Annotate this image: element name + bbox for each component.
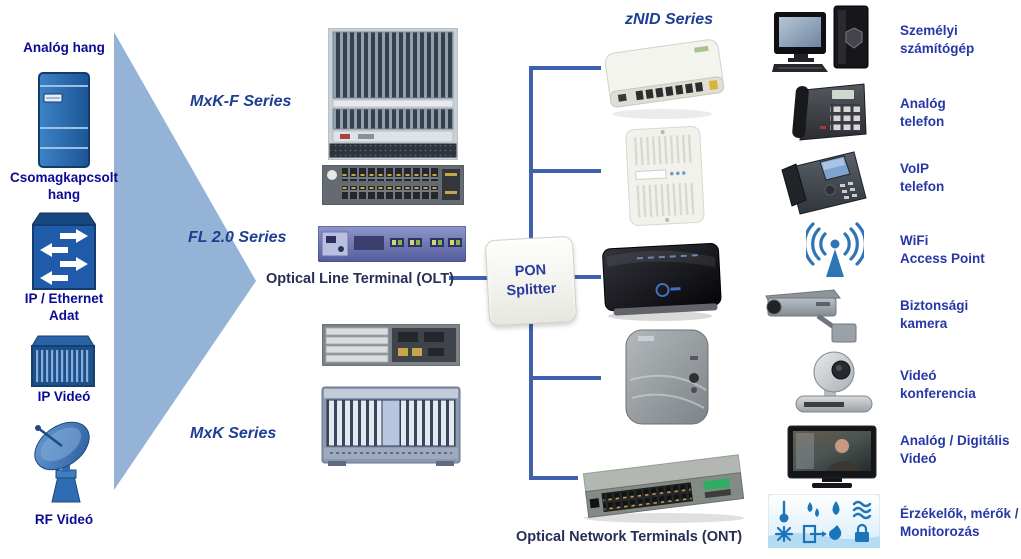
label-mxk-series: MxK Series [190, 425, 277, 442]
mxk-chassis-image [321, 386, 461, 466]
label-rf-video: RF Videó [34, 512, 94, 527]
drops-icon [807, 502, 819, 517]
label-mxkf-series: MxK-F Series [190, 93, 292, 110]
funnel-triangle-shape [114, 32, 256, 490]
sensor-icons-image [768, 494, 880, 548]
ethernet-switch-icon [32, 212, 96, 290]
label-video-konferencia: Videó konferencia [900, 368, 976, 402]
thermometer-bulb [779, 513, 789, 523]
door-sensor-icon [802, 524, 827, 544]
tv-screen-image [787, 425, 877, 488]
label-analog-digitalis-video: Analóg / Digitális Videó [900, 433, 1010, 467]
label-voip-telefon: VoIP telefon [900, 161, 945, 195]
label-olt-caption: Optical Line Terminal (OLT) [266, 271, 454, 287]
znid-router-image [604, 39, 725, 119]
rack-unit-2u-b-image [322, 324, 460, 366]
voip-phone-image [781, 151, 867, 215]
waves-icon [852, 500, 872, 520]
satellite-dish-icon [34, 421, 90, 503]
pon-splitter-box: PON Splitter [484, 235, 578, 327]
label-szemelyi-szamitogep: Személyi számítógép [900, 23, 975, 57]
snowflake-icon [774, 525, 794, 543]
label-erzekelok-merok-monitorozas: Érzékelők, mérők / Monitorozás [900, 506, 1019, 540]
label-ont-caption: Optical Network Terminals (ONT) [516, 529, 743, 545]
lock-icon [855, 523, 869, 542]
label-csomagkapcsolt-hang: Csomagkapcsolt hang [9, 170, 119, 202]
mxkf-chassis-image [328, 28, 458, 160]
label-ip-video: IP Videó [37, 389, 91, 404]
video-conference-camera-image [795, 351, 873, 413]
wall-ont-white-image [625, 126, 705, 226]
indoor-gateway-black-image [602, 242, 722, 321]
ethernet-switch-24port-image [582, 454, 745, 523]
wall-ont-grey-image [625, 329, 709, 425]
label-znid-series: zNID Series [624, 11, 714, 28]
flame-icon [829, 525, 842, 540]
desktop-pc-image [772, 5, 869, 72]
security-camera-image [765, 289, 857, 343]
label-analog-telefon: Analóg telefon [900, 96, 946, 130]
label-ip-ethernet-adat: IP / Ethernet Adat [24, 291, 104, 323]
analog-phone-image [792, 83, 867, 141]
rack-unit-2u-image [322, 165, 464, 205]
fl20-rack-unit-image [318, 226, 466, 262]
label-biztonsagi-kamera: Biztonsági kamera [900, 298, 969, 332]
droplet-icon [832, 501, 840, 515]
label-analog-hang: Analóg hang [23, 40, 105, 55]
video-server-icon [31, 335, 95, 387]
wifi-access-point-icon [806, 222, 864, 277]
label-fl20-series: FL 2.0 Series [188, 229, 287, 246]
server-icon [38, 72, 90, 168]
label-wifi-access-point: WiFi Access Point [900, 233, 985, 267]
